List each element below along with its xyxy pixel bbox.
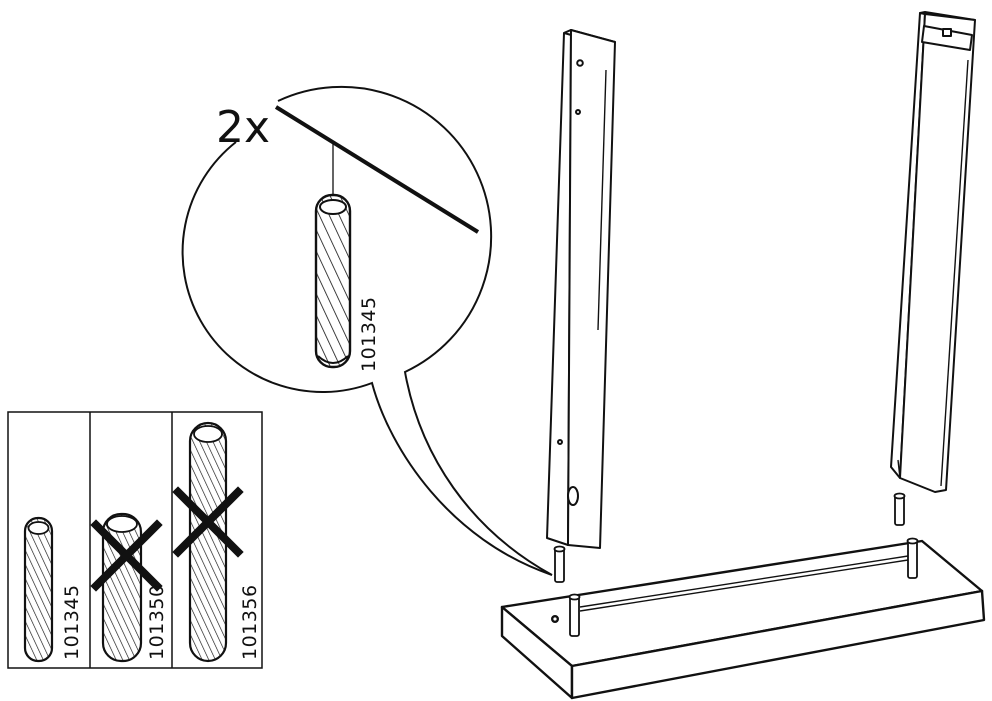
guide-panel-incorrect: 101356 — [172, 421, 261, 663]
callout-bubble-outline — [181, 85, 553, 576]
guide-part-number: 101350 — [146, 584, 168, 660]
dowel-icon — [314, 193, 352, 369]
dowel-pin — [906, 537, 919, 579]
dowel-pin — [893, 492, 906, 526]
cross-mark-icon — [90, 519, 163, 592]
guide-part-number: 101356 — [239, 584, 261, 660]
dowel-icon — [188, 421, 228, 663]
quantity-label: 2x — [216, 102, 270, 153]
guide-panel-incorrect: 101350 — [90, 512, 168, 663]
callout-part-number: 101345 — [358, 296, 380, 372]
dowel-size-guide: 101345 101350 101356 — [7, 411, 263, 669]
guide-panel-correct: 101345 — [23, 516, 83, 663]
guide-part-number: 101345 — [61, 584, 83, 660]
left-side-panel — [546, 29, 616, 549]
dowel-icon — [23, 516, 54, 663]
dowel-callout: 2x 101345 — [181, 85, 553, 576]
callout-edge-line — [274, 105, 480, 234]
base-board — [500, 539, 986, 700]
dowel-pin — [568, 593, 581, 637]
right-side-panel — [890, 11, 976, 493]
dowel-pins — [553, 492, 919, 637]
cross-mark-icon — [172, 486, 244, 558]
dowel-pin — [553, 545, 566, 583]
